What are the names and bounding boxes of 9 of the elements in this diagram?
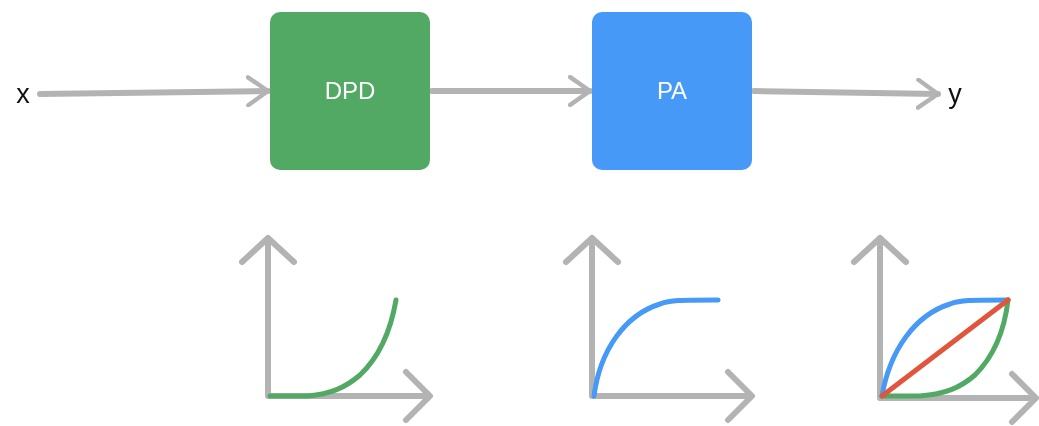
arrow	[37, 75, 271, 108]
process-box	[592, 12, 752, 170]
arrow	[429, 74, 593, 108]
arrow	[751, 77, 941, 110]
signal-label: y	[948, 78, 962, 110]
box-label: DPD	[324, 77, 376, 105]
box-label: PA	[656, 77, 688, 105]
process-box	[270, 12, 430, 170]
signal-label: x	[16, 78, 30, 110]
